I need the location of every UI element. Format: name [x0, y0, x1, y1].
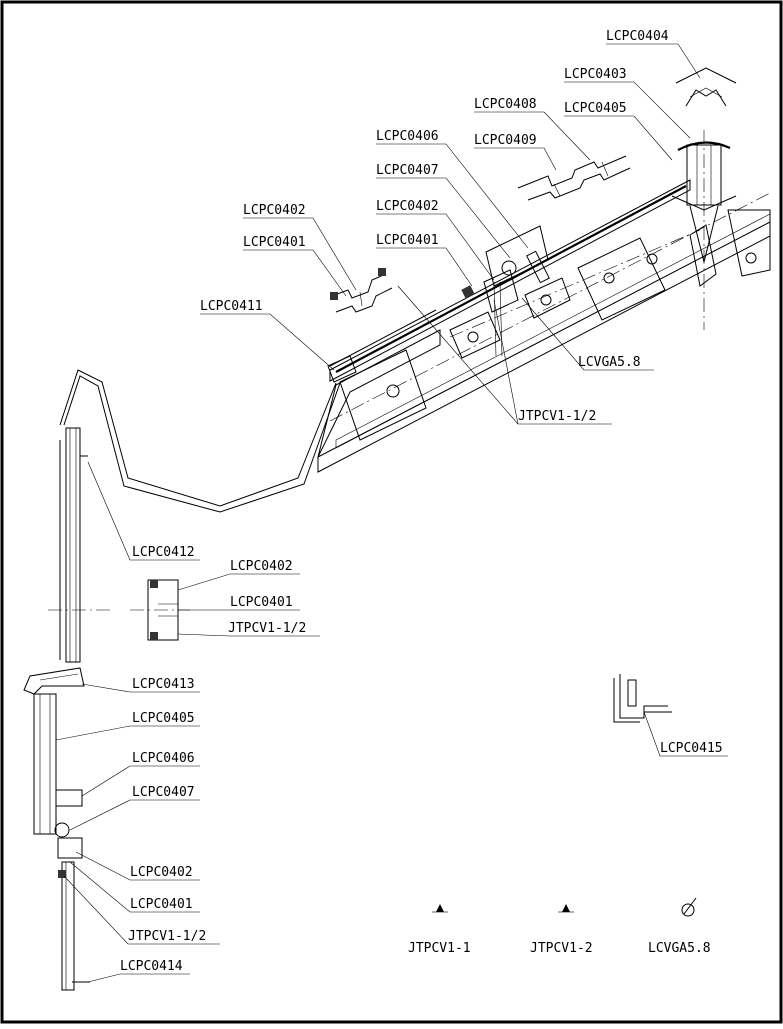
- label-jtpcv1-half-low: JTPCV1-1/2: [128, 929, 206, 944]
- label-lcpc0407-top: LCPC0407: [376, 163, 439, 178]
- left-mullion-lower: [33, 693, 90, 991]
- label-jtpcv1-half-mid: JTPCV1-1/2: [228, 621, 306, 636]
- label-lcvga58-top: LCVGA5.8: [578, 355, 641, 370]
- label-lcpc0405-low: LCPC0405: [132, 711, 195, 726]
- label-lcpc0403: LCPC0403: [564, 67, 627, 82]
- gasket-jtpcv1-2-icon: [562, 904, 570, 912]
- left-mullion-upper: [48, 427, 110, 663]
- ridge-cap-detail: [675, 67, 737, 107]
- label-lcpc0402-mid: LCPC0402: [230, 559, 293, 574]
- label-lcpc0401-top: LCPC0401: [376, 233, 439, 248]
- legend-symbols: [432, 897, 697, 917]
- label-lcpc0401-left: LCPC0401: [243, 235, 306, 250]
- legend-label-lcvga58: LCVGA5.8: [648, 941, 711, 956]
- part-labels: LCPC0404 LCPC0403 LCPC0408 LCPC0405 LCPC…: [120, 29, 723, 974]
- ridge-post: [671, 130, 737, 330]
- label-lcpc0415: LCPC0415: [660, 741, 723, 756]
- corner-detail: [613, 674, 672, 723]
- label-lcpc0413: LCPC0413: [132, 677, 195, 692]
- joint-detail: [517, 155, 631, 201]
- legend-label-jtpcv1-2: JTPCV1-2: [530, 941, 593, 956]
- legend-label-jtpcv1-1: JTPCV1-1: [408, 941, 471, 956]
- label-lcpc0402-left: LCPC0402: [243, 203, 306, 218]
- label-lcpc0402-top: LCPC0402: [376, 199, 439, 214]
- label-lcpc0406-low: LCPC0406: [132, 751, 195, 766]
- label-lcpc0402-low: LCPC0402: [130, 865, 193, 880]
- label-lcpc0409: LCPC0409: [474, 133, 537, 148]
- leader-lines: [55, 43, 728, 983]
- transom: [23, 667, 85, 695]
- label-lcpc0401-low: LCPC0401: [130, 897, 193, 912]
- roof-rafter: [317, 192, 771, 473]
- label-lcpc0408: LCPC0408: [474, 97, 537, 112]
- label-lcpc0412: LCPC0412: [132, 545, 195, 560]
- label-lcpc0407-low: LCPC0407: [132, 785, 195, 800]
- clip-detail-upper: [330, 268, 393, 313]
- label-lcpc0405-top: LCPC0405: [564, 101, 627, 116]
- label-lcpc0414: LCPC0414: [120, 959, 183, 974]
- glazing-bar-slope: [327, 179, 691, 383]
- label-lcpc0406-top: LCPC0406: [376, 129, 439, 144]
- label-lcpc0401-mid: LCPC0401: [230, 595, 293, 610]
- gasket-lcvga58-icon: [681, 903, 695, 917]
- label-jtpcv1-half-top: JTPCV1-1/2: [518, 409, 596, 424]
- gasket-jtpcv1-1-icon: [436, 904, 444, 912]
- gutter-profile: [59, 369, 341, 513]
- label-lcpc0411: LCPC0411: [200, 299, 263, 314]
- label-lcpc0404: LCPC0404: [606, 29, 669, 44]
